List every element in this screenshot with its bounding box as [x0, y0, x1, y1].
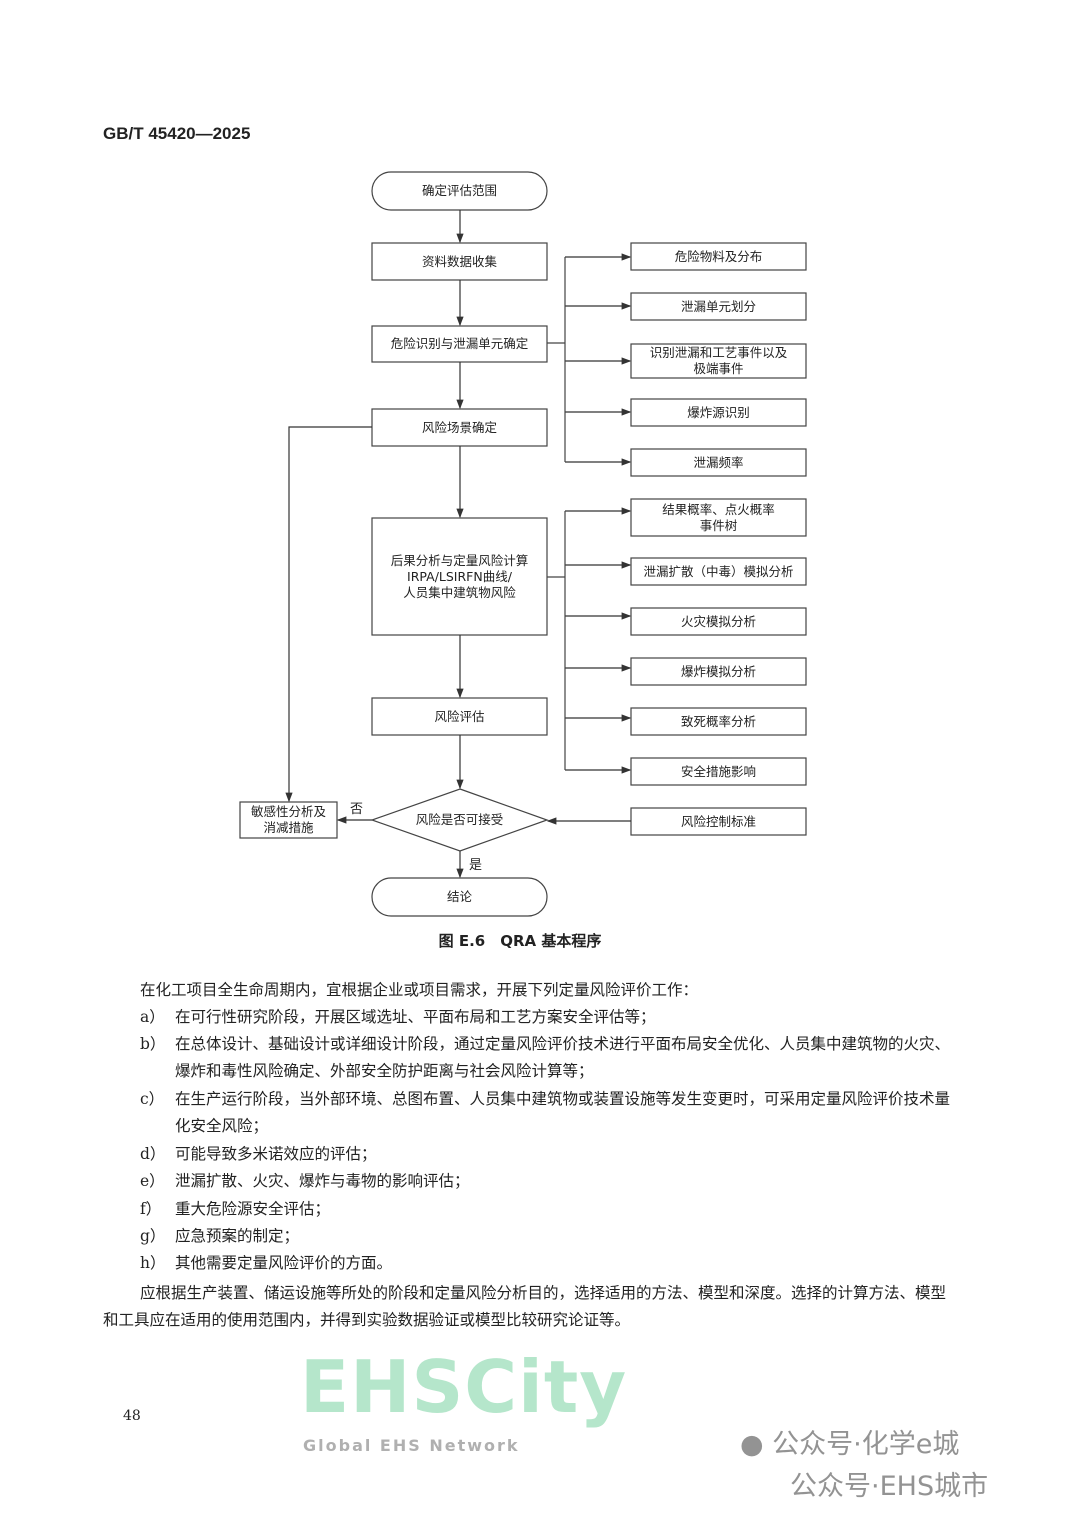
- list-item-text: 其他需要定量风险评价的方面。: [175, 1254, 393, 1272]
- end-node: 结论: [446, 889, 472, 904]
- step-data-collection: 资料数据收集: [421, 253, 497, 269]
- list-item: b） 在总体设计、基础设计或详细设计阶段，通过定量风险评价技术进行平面布局安全优化…: [140, 1031, 950, 1086]
- detail-node: 结果概率、点火概率 事件树: [662, 501, 775, 533]
- detail-node: 泄漏单元划分: [680, 298, 756, 314]
- detail-node: 泄漏频率: [693, 454, 744, 470]
- step-hazard-identification: 危险识别与泄漏单元确定: [390, 336, 529, 351]
- standard-number: GB/T 45420—2025: [103, 124, 251, 143]
- list-item-tag: e）: [140, 1172, 165, 1190]
- detail-node: 爆炸模拟分析: [680, 663, 756, 679]
- ehscity-watermark-subtitle: Global EHS Network: [303, 1436, 520, 1455]
- list-item: h） 其他需要定量风险评价的方面。: [140, 1250, 950, 1277]
- detail-node: 致死概率分析: [680, 713, 756, 729]
- detail-node: 识别泄漏和工艺事件以及 极端事件: [649, 345, 788, 376]
- step-risk-assessment: 风险评估: [434, 708, 485, 724]
- list-item-tag: d）: [140, 1145, 166, 1163]
- sensitivity-analysis-node: 敏感性分析及 消减措施: [250, 804, 326, 835]
- closing-paragraph: 应根据生产装置、储运设施等所处的阶段和定量风险分析目的，选择适用的方法、模型和深…: [103, 1284, 947, 1330]
- no-label: 否: [350, 802, 364, 817]
- list-item: f） 重大危险源安全评估；: [140, 1196, 950, 1223]
- wechat-watermark: ● 公众号·化学e城: [740, 1428, 959, 1462]
- detail-node: 安全措施影响: [680, 763, 756, 779]
- list-item-text: 在总体设计、基础设计或详细设计阶段，通过定量风险评价技术进行平面布局安全优化、人…: [175, 1035, 951, 1081]
- decision-node: 风险是否可接受: [415, 812, 504, 827]
- ehscity-watermark: EHSCity: [300, 1345, 628, 1429]
- detail-node: 火灾模拟分析: [680, 613, 756, 629]
- list-item-text: 应急预案的制定；: [175, 1227, 300, 1245]
- intro-paragraph: 在化工项目全生命周期内，宜根据企业或项目需求，开展下列定量风险评价工作：: [140, 981, 699, 999]
- list-item-tag: a）: [140, 1008, 165, 1026]
- list-item: e） 泄漏扩散、火灾、爆炸与毒物的影响评估；: [140, 1168, 950, 1195]
- list-item-tag: b）: [140, 1035, 166, 1053]
- page-number: 48: [123, 1408, 141, 1424]
- list-item-tag: c）: [140, 1090, 165, 1108]
- list-item: d） 可能导致多米诺效应的评估；: [140, 1141, 950, 1168]
- list-item-tag: g）: [140, 1227, 166, 1245]
- detail-node: 爆炸源识别: [687, 404, 750, 420]
- list-item-tag: h）: [140, 1254, 166, 1272]
- list-item-text: 泄漏扩散、火灾、爆炸与毒物的影响评估；: [175, 1172, 470, 1190]
- list-item-text: 重大危险源安全评估；: [175, 1200, 331, 1218]
- detail-node: 危险物料及分布: [674, 248, 763, 264]
- list-item-text: 可能导致多米诺效应的评估；: [175, 1145, 377, 1163]
- wechat-account-text: 公众号·化学e城: [772, 1429, 960, 1460]
- list-item: g） 应急预案的制定；: [140, 1223, 950, 1250]
- list-item-text: 在生产运行阶段，当外部环境、总图布置、人员集中建筑物或装置设施等发生变更时，可采…: [175, 1090, 951, 1136]
- list-item-tag: f）: [140, 1200, 162, 1218]
- list-item-text: 在可行性研究阶段，开展区域选址、平面布局和工艺方案安全评估等；: [175, 1008, 656, 1026]
- figure-caption: 图 E.6 QRA 基本程序: [438, 932, 602, 950]
- risk-criteria-node: 风险控制标准: [680, 813, 756, 829]
- list-item: c） 在生产运行阶段，当外部环境、总图布置、人员集中建筑物或装置设施等发生变更时，…: [140, 1086, 950, 1141]
- yes-label: 是: [469, 858, 483, 873]
- start-node: 确定评估范围: [421, 183, 497, 198]
- list-item: a） 在可行性研究阶段，开展区域选址、平面布局和工艺方案安全评估等；: [140, 1004, 950, 1031]
- wechat-icon: ●: [740, 1429, 764, 1460]
- detail-node: 泄漏扩散（中毒）模拟分析: [643, 563, 794, 579]
- step-consequence-analysis: 后果分析与定量风险计算 IRPA/LSIRFN曲线/ 人员集中建筑物风险: [390, 552, 529, 600]
- flowchart-lines: [239, 171, 807, 917]
- step-risk-scenario: 风险场景确定: [421, 419, 497, 435]
- wechat-watermark-overlay: 公众号·EHS城市: [790, 1471, 989, 1502]
